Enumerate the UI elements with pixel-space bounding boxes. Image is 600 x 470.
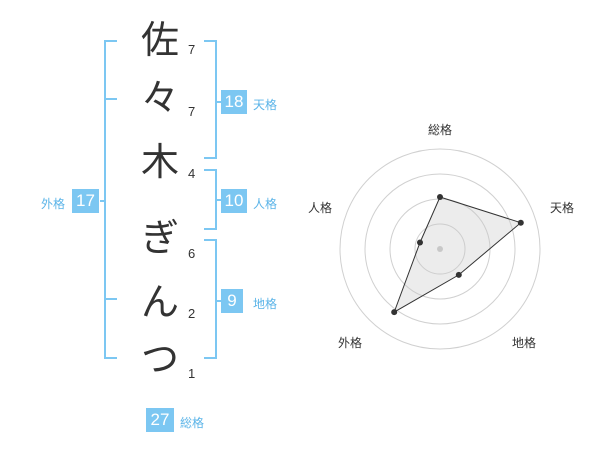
radar-point-jinkaku [417, 239, 423, 246]
radar-label-chikaku: 地格 [512, 335, 536, 350]
radar-center-dot [437, 246, 443, 252]
radar-label-soukaku: 総格 [428, 122, 452, 137]
chikaku-badge: 9 [221, 289, 243, 313]
tenkaku-badge: 18 [221, 90, 247, 114]
radar-ring [339, 148, 541, 350]
soukaku-badge: 27 [146, 408, 174, 432]
name-char-2: 々 [140, 76, 179, 120]
radar-label-gaikaku: 外格 [338, 335, 362, 350]
gaikaku-badge: 17 [72, 189, 99, 213]
radar-point-tenkaku [517, 219, 524, 226]
gaikaku-bracket [104, 40, 117, 359]
tenkaku-bracket [204, 40, 217, 159]
name-char-1: 佐 [140, 18, 179, 62]
radar-label-jinkaku: 人格 [308, 200, 332, 215]
chikaku-label: 地格 [253, 297, 278, 311]
stroke-count-4: 6 [188, 246, 196, 261]
radar-point-gaikaku [391, 309, 398, 316]
radar-point-chikaku [455, 271, 462, 278]
stroke-count-2: 7 [188, 104, 196, 119]
name-char-6: つ [140, 337, 179, 381]
jinkaku-label: 人格 [253, 197, 278, 211]
radar-polygon [393, 196, 522, 314]
radar-ring [414, 223, 466, 275]
stroke-count-6: 1 [188, 366, 196, 381]
name-char-5: ん [140, 280, 179, 324]
soukaku-label: 総格 [180, 416, 205, 430]
name-char-4: ぎ [140, 216, 179, 260]
tenkaku-label: 天格 [253, 98, 278, 112]
stroke-count-5: 2 [188, 306, 196, 321]
radar-label-tenkaku: 天格 [550, 200, 574, 215]
stroke-count-3: 4 [188, 166, 196, 181]
radar-ring [364, 173, 516, 325]
name-char-3: 木 [140, 140, 179, 184]
radar-point-soukaku [437, 194, 443, 200]
chikaku-bracket [204, 239, 217, 359]
gaikaku-label: 外格 [41, 197, 66, 211]
jinkaku-badge: 10 [221, 189, 247, 213]
stroke-count-1: 7 [188, 42, 196, 57]
